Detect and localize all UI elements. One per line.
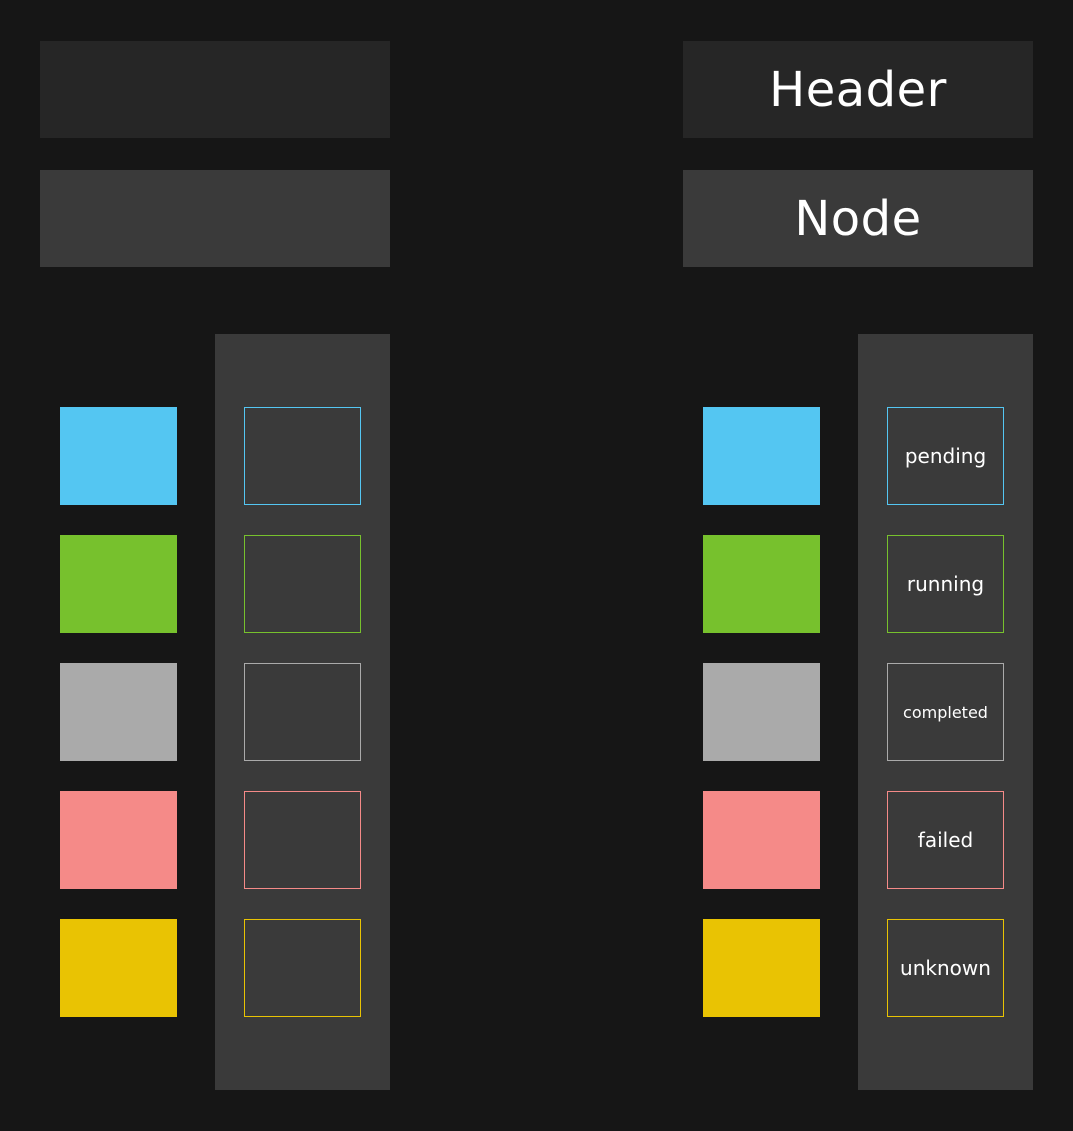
status-label-running: running bbox=[906, 572, 985, 596]
swatch-completed-right bbox=[703, 663, 820, 761]
status-box-running-left bbox=[244, 535, 361, 633]
swatch-running-right bbox=[703, 535, 820, 633]
status-box-completed-left bbox=[244, 663, 361, 761]
node-label-right: Node bbox=[794, 190, 922, 247]
header-label-right: Header bbox=[769, 61, 947, 118]
swatch-unknown-left bbox=[60, 919, 177, 1017]
status-label-pending: pending bbox=[904, 444, 987, 468]
swatch-pending-left bbox=[60, 407, 177, 505]
node-block-left bbox=[40, 170, 390, 267]
swatch-unknown-right bbox=[703, 919, 820, 1017]
swatch-running-left bbox=[60, 535, 177, 633]
status-label-unknown: unknown bbox=[900, 956, 991, 980]
swatch-completed-left bbox=[60, 663, 177, 761]
status-box-failed-left bbox=[244, 791, 361, 889]
status-box-unknown-right: unknown bbox=[887, 919, 1004, 1017]
swatch-pending-right bbox=[703, 407, 820, 505]
node-block-right: Node bbox=[683, 170, 1033, 267]
swatch-failed-right bbox=[703, 791, 820, 889]
status-label-failed: failed bbox=[917, 828, 974, 852]
status-box-completed-right: completed bbox=[887, 663, 1004, 761]
swatch-failed-left bbox=[60, 791, 177, 889]
status-box-failed-right: failed bbox=[887, 791, 1004, 889]
status-label-completed: completed bbox=[903, 702, 988, 722]
header-block-left bbox=[40, 41, 390, 138]
header-block-right: Header bbox=[683, 41, 1033, 138]
status-box-running-right: running bbox=[887, 535, 1004, 633]
status-box-pending-left bbox=[244, 407, 361, 505]
status-box-unknown-left bbox=[244, 919, 361, 1017]
status-box-pending-right: pending bbox=[887, 407, 1004, 505]
